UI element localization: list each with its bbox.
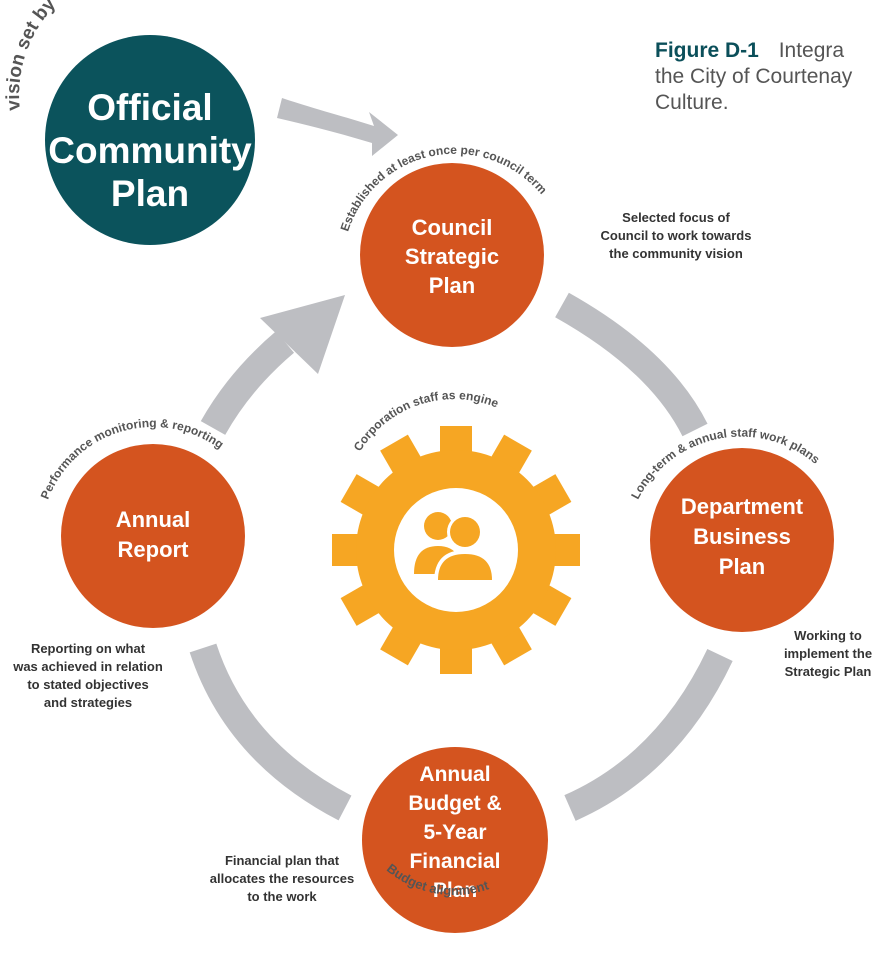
department-plan-line-3: Plan xyxy=(719,554,765,579)
budget-note-2: allocates the resources xyxy=(210,871,355,886)
arc-department-to-budget xyxy=(564,648,733,821)
arc-council-to-department xyxy=(555,292,708,437)
annual-budget-plan: Annual Budget & 5-Year Financial Plan Bu… xyxy=(210,747,548,933)
council-plan-line-3: Plan xyxy=(429,273,475,298)
engine-gear: Corporation staff as engine xyxy=(332,388,580,674)
official-plan-circle xyxy=(45,35,255,245)
official-plan-line-3: Plan xyxy=(111,173,189,214)
arc-report-to-council xyxy=(200,331,295,435)
report-note-3: to stated objectives xyxy=(27,677,148,692)
official-plan-line-1: Official xyxy=(87,87,212,128)
gear-hub xyxy=(394,488,518,612)
official-community-plan: Official Community Plan vision set by th… xyxy=(3,0,255,245)
annual-report: Annual Report Performance monitoring & r… xyxy=(12,416,245,710)
budget-plan-line-2: Budget & xyxy=(408,792,501,815)
department-plan-circle xyxy=(650,448,834,632)
annual-report-circle xyxy=(61,444,245,628)
official-plan-line-2: Community xyxy=(48,130,252,171)
council-plan-circle xyxy=(360,163,544,347)
arrow-ocp-to-council xyxy=(277,98,398,156)
caption-text-1: Integra xyxy=(779,39,845,62)
figure-label: Figure D-1 xyxy=(655,39,759,62)
arrowhead-to-council xyxy=(260,295,345,374)
department-plan-line-2: Business xyxy=(693,524,791,549)
people-icon xyxy=(414,512,497,584)
budget-note-1: Financial plan that xyxy=(225,853,340,868)
report-note-1: Reporting on what xyxy=(31,641,146,656)
figure-caption: Figure D-1 Integra the City of Courtenay… xyxy=(655,39,853,114)
caption-line-3: Culture. xyxy=(655,91,729,114)
cycle-arrows xyxy=(189,98,733,821)
annual-report-line-1: Annual xyxy=(116,507,191,532)
budget-note-3: to the work xyxy=(247,889,317,904)
budget-plan-line-4: Financial xyxy=(409,850,500,873)
budget-plan-circle xyxy=(362,747,548,933)
council-plan-line-1: Council xyxy=(412,215,493,240)
council-note-2: Council to work towards xyxy=(601,228,752,243)
department-note-3: Strategic Plan xyxy=(785,664,872,679)
department-plan-line-1: Department xyxy=(681,494,804,519)
budget-plan-line-1: Annual xyxy=(419,763,490,786)
engine-arc-label: Corporation staff as engine xyxy=(351,388,501,454)
council-note-1: Selected focus of xyxy=(622,210,730,225)
budget-plan-line-3: 5-Year xyxy=(423,821,486,844)
annual-report-line-2: Report xyxy=(118,537,190,562)
arc-budget-to-report xyxy=(189,643,352,821)
council-note-3: the community vision xyxy=(609,246,743,261)
engine-arc-text: Corporation staff as engine xyxy=(351,388,501,454)
department-business-plan: Department Business Plan Long-term & ann… xyxy=(628,426,872,679)
council-strategic-plan: Council Strategic Plan Established at le… xyxy=(338,143,752,347)
department-note-1: Working to xyxy=(794,628,862,643)
budget-plan-line-5: Plan xyxy=(433,879,477,902)
report-note-4: and strategies xyxy=(44,695,132,710)
council-plan-line-2: Strategic xyxy=(405,244,499,269)
department-note-2: implement the xyxy=(784,646,872,661)
caption-line-1: Figure D-1 Integra xyxy=(655,39,844,62)
report-note-2: was achieved in relation xyxy=(12,659,163,674)
caption-line-2: the City of Courtenay xyxy=(655,65,853,88)
